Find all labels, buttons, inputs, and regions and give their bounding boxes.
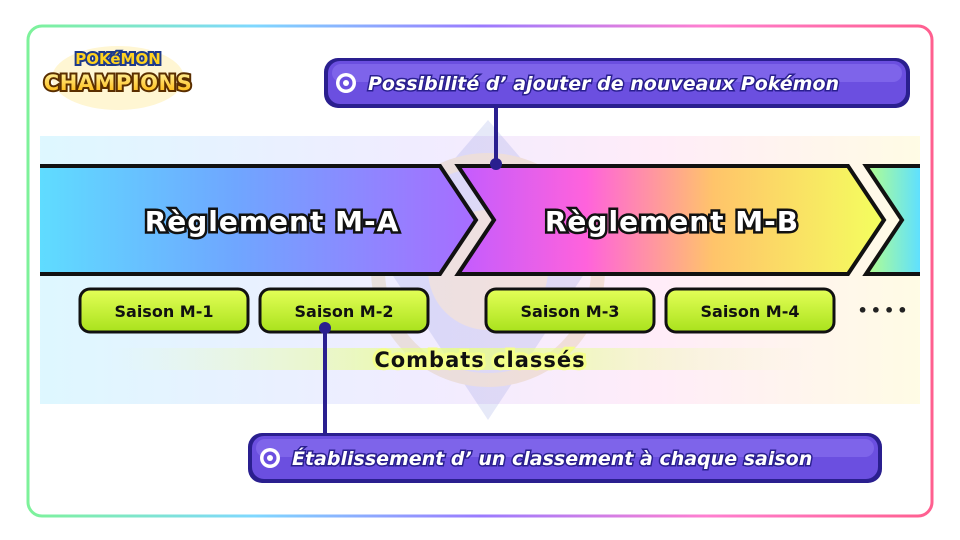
regulation-arrow-next-outline [862, 164, 920, 276]
season-label: Saison M-2 [295, 302, 394, 321]
target-icon [336, 73, 356, 93]
season-label: Saison M-1 [115, 302, 214, 321]
season-pill-1: Saison M-1 [78, 287, 250, 334]
callout-bottom: Établissement d’ un classement à chaque … [248, 433, 882, 483]
callout-top: Possibilité d’ ajouter de nouveaux Pokém… [324, 58, 910, 108]
logo-top-text: POKéMON [75, 50, 161, 68]
ranked-battles-glow [110, 348, 810, 370]
regulation-b-label: Règlement M-B [545, 205, 799, 238]
logo-main-text: CHAMPIONS [44, 71, 192, 95]
ranked-battles-label: Combats classés [374, 348, 585, 372]
callout-bottom-text: Établissement d’ un classement à chaque … [292, 447, 812, 470]
regulation-arrow-next [866, 166, 920, 274]
regulation-arrow-a [40, 166, 476, 274]
season-label: Saison M-4 [701, 302, 800, 321]
pokemon-champions-logo: POKéMON CHAMPIONS [42, 46, 194, 110]
more-seasons-ellipsis: •••• [858, 301, 911, 320]
target-icon [260, 448, 280, 468]
regulation-a-label: Règlement M-A [145, 205, 400, 238]
callout-top-text: Possibilité d’ ajouter de nouveaux Pokém… [368, 73, 839, 95]
season-pill-4: Saison M-4 [664, 287, 836, 334]
regulation-arrow-b [458, 166, 884, 274]
top-connector-dot [490, 158, 502, 170]
season-pill-2: Saison M-2 [258, 287, 430, 334]
bottom-connector-dot [319, 322, 331, 334]
regulation-arrow-a-outline [40, 164, 479, 276]
season-label: Saison M-3 [521, 302, 620, 321]
season-pill-3: Saison M-3 [484, 287, 656, 334]
regulation-arrow-b-outline [454, 164, 887, 276]
